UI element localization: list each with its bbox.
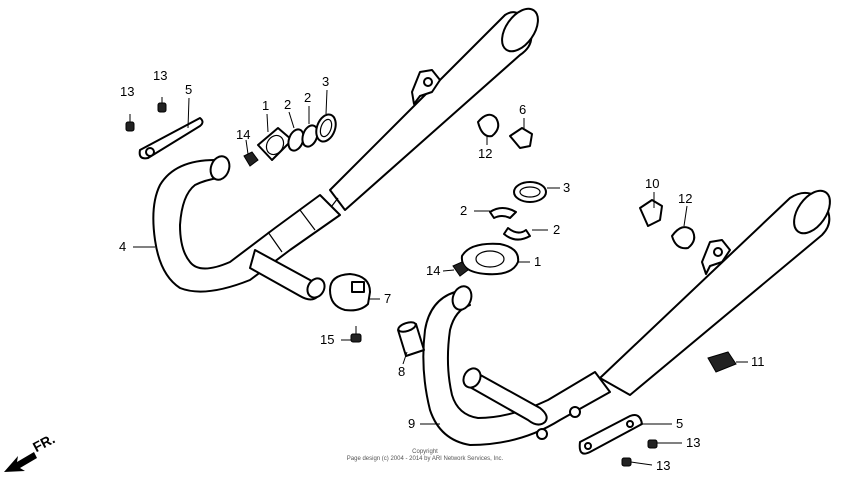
callout-3a: 3 xyxy=(322,74,330,89)
callout-10: 10 xyxy=(645,176,660,191)
lower-grommet[interactable] xyxy=(671,226,696,250)
lower-gasket-half-a[interactable] xyxy=(489,207,517,219)
callout-9: 9 xyxy=(408,416,416,431)
lower-stud-nut[interactable] xyxy=(452,261,469,277)
upper-exhaust-gasket[interactable] xyxy=(313,112,339,144)
callout-6: 6 xyxy=(519,102,527,117)
lower-heat-collar[interactable] xyxy=(639,199,663,227)
callout-13c: 13 xyxy=(686,435,701,450)
lower-gasket-ring[interactable] xyxy=(513,181,547,203)
callout-13a: 13 xyxy=(120,84,135,99)
callout-2a: 2 xyxy=(284,97,292,112)
upper-grommet[interactable] xyxy=(477,113,500,138)
callout-15: 15 xyxy=(320,332,335,347)
callout-2b: 2 xyxy=(304,90,312,105)
upper-bolt-13a[interactable] xyxy=(125,114,135,132)
callout-11: 11 xyxy=(751,354,765,369)
callout-14a: 14 xyxy=(236,127,251,142)
upper-joint-collar[interactable] xyxy=(257,127,293,161)
lower-exhaust-pipe[interactable] xyxy=(422,284,611,446)
callout-13b: 13 xyxy=(153,68,168,83)
copyright-line-2: Page design (c) 2004 - 2014 by ARI Netwo… xyxy=(346,456,504,462)
lower-muffler[interactable] xyxy=(599,184,837,396)
cross-pipe-sleeve[interactable] xyxy=(397,320,425,357)
connector-clip[interactable] xyxy=(707,351,737,373)
callout-1b: 1 xyxy=(534,254,542,269)
leader-lines xyxy=(133,89,748,466)
upper-exhaust-pipe[interactable] xyxy=(152,154,341,301)
lower-gasket-half-b[interactable] xyxy=(503,227,531,241)
callout-2c: 2 xyxy=(460,203,468,218)
front-direction-arrow-icon xyxy=(4,452,37,472)
callout-13d: 13 xyxy=(656,458,671,473)
callout-12b: 12 xyxy=(678,191,693,206)
callout-1a: 1 xyxy=(262,98,270,113)
lower-joint-collar[interactable] xyxy=(460,242,520,276)
lower-muffler-protector-plate[interactable] xyxy=(578,414,643,455)
callout-3b: 3 xyxy=(563,180,571,195)
callout-5b: 5 xyxy=(676,416,684,431)
pipe-clamp-band[interactable] xyxy=(329,273,371,312)
callout-14b: 14 xyxy=(426,263,441,278)
callout-4: 4 xyxy=(119,239,127,254)
callout-8: 8 xyxy=(398,364,406,379)
lower-bolt-13d[interactable] xyxy=(621,457,632,467)
copyright-notice: Copyright Page design (c) 2004 - 2014 by… xyxy=(300,449,550,463)
upper-muffler-protector-plate[interactable] xyxy=(138,117,204,160)
lower-bolt-13c[interactable] xyxy=(647,439,658,449)
upper-stud-nut[interactable] xyxy=(243,151,259,167)
upper-heat-collar[interactable] xyxy=(509,127,533,149)
callout-7: 7 xyxy=(384,291,392,306)
upper-gasket-halves[interactable] xyxy=(286,123,321,152)
upper-bolt-13b[interactable] xyxy=(157,97,167,113)
lower-muffler-bracket[interactable] xyxy=(701,239,731,275)
upper-muffler[interactable] xyxy=(324,2,545,216)
callout-2d: 2 xyxy=(553,222,561,237)
copyright-line-1: Copyright xyxy=(412,449,438,455)
clamp-bolt[interactable] xyxy=(350,326,362,343)
callout-5a: 5 xyxy=(185,82,193,97)
callout-12a: 12 xyxy=(478,146,493,161)
upper-muffler-bracket[interactable] xyxy=(411,69,441,105)
